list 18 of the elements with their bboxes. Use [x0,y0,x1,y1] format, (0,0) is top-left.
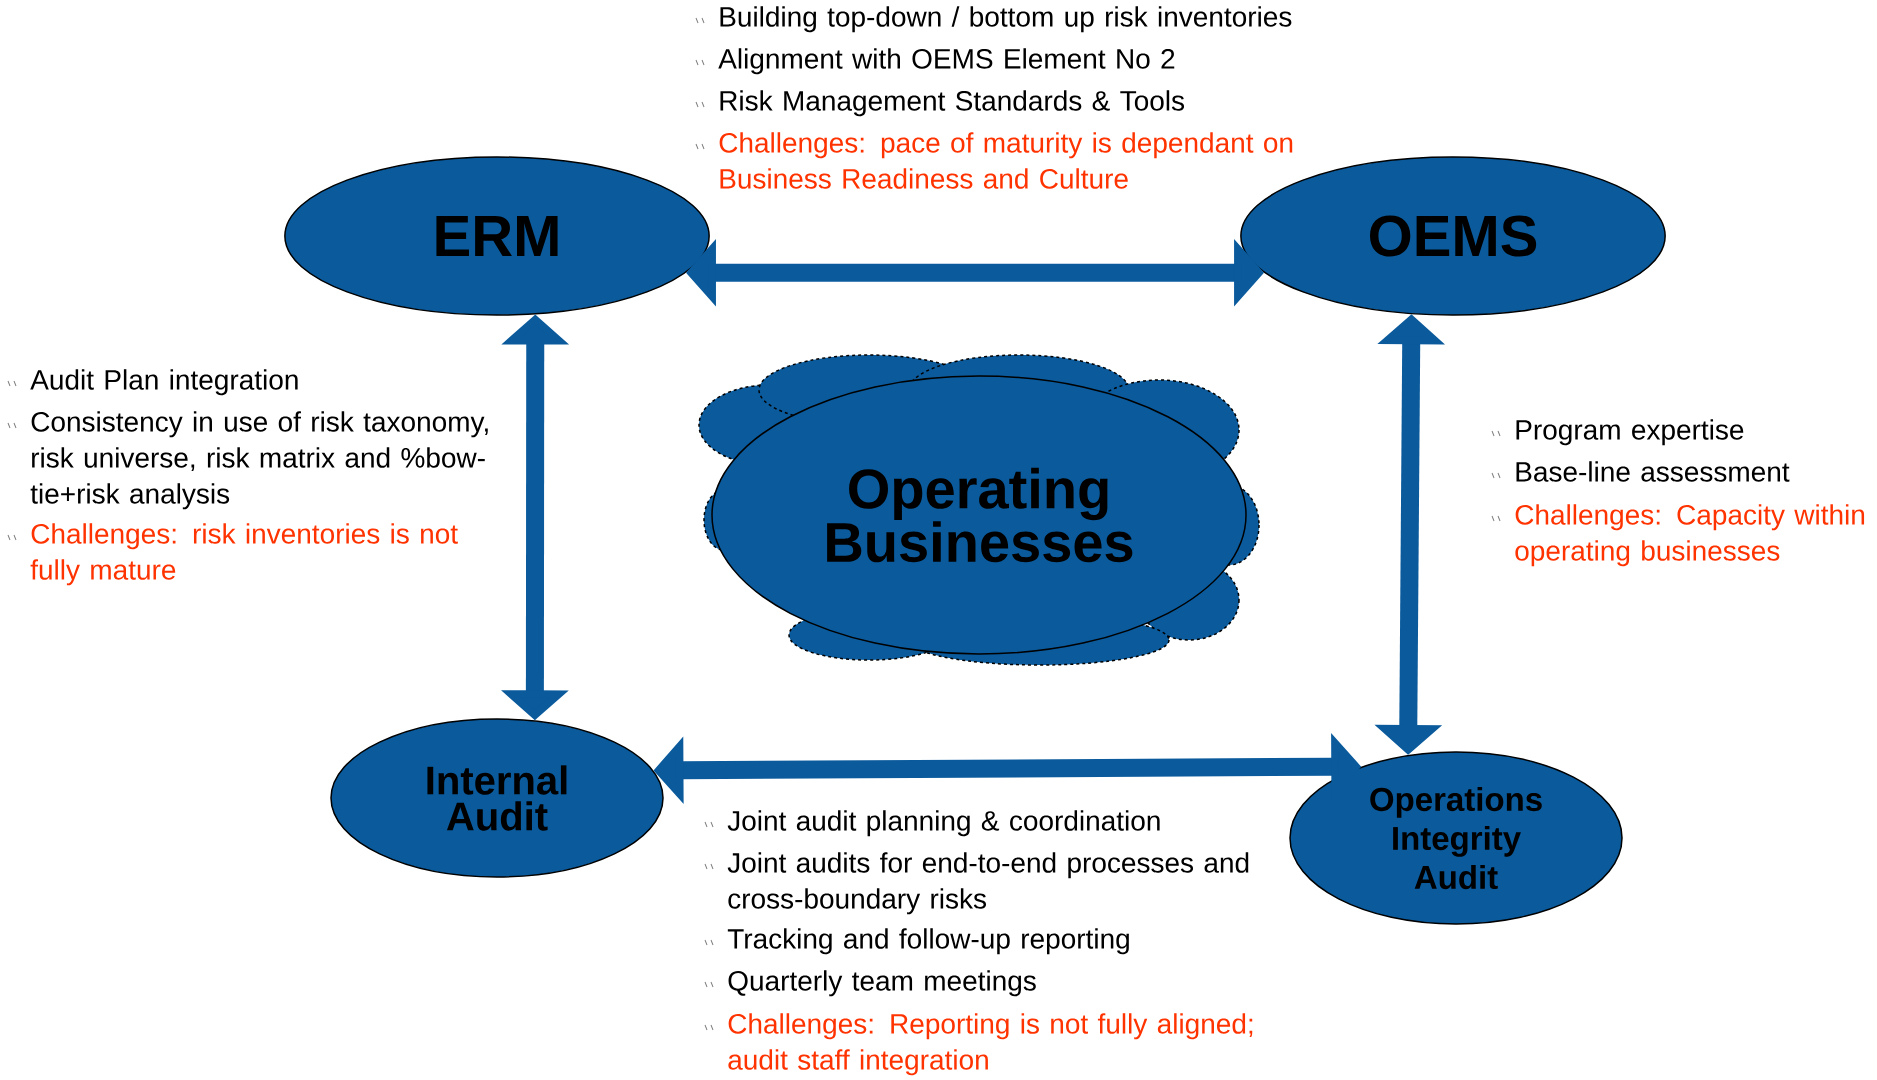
bullet-text: Building top-down / bottom up risk inventories [720,6,1292,33]
bullet-text: Tracking and follow-up reporting [727,928,1129,955]
bullet-text: Alignment with OEMS Element No 2 [718,48,1175,75]
bullet-text: Quarterly team meetings [728,970,1036,997]
ellipse-node: Internal Audit [330,718,664,878]
bullet-text: Audit Plan integration [30,369,298,396]
ellipse-node: Operations Integrity Audit [1289,751,1623,925]
bullet-text: Challenges: risk inventories is not fully mature [30,523,458,586]
bullet-text: Base-line assessment [1516,461,1790,482]
bullet-text: Risk Management Standards & Tools [720,90,1185,117]
bullet-text: Program expertise [1516,419,1744,446]
ellipse-node: ERM [284,156,710,316]
bullet-text: Joint audits for end-to-end processes and cross-boundary risks [727,852,1249,915]
bullet-text: Challenges: Capacity within operating businesses [1515,504,1865,567]
ellipse-node: OEMS [1240,156,1666,316]
bullet-text: Joint audit planning & coordination [727,810,1160,837]
bullet-text: Challenges: Reporting is not fully aligned; audit staff integration [728,1013,1253,1076]
bullet-text: Consistency in use of risk taxonomy, risk universe, risk matrix and %bow-tie+risk analysis [30,411,488,510]
